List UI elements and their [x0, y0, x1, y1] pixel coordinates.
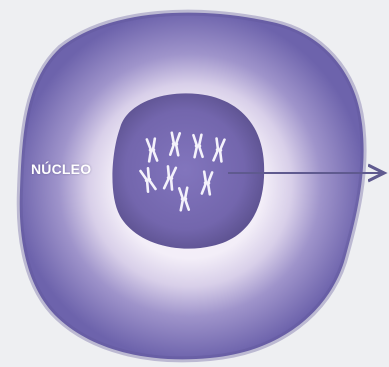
nucleus — [112, 93, 264, 248]
nucleus-label: NÚCLEO — [31, 161, 91, 177]
